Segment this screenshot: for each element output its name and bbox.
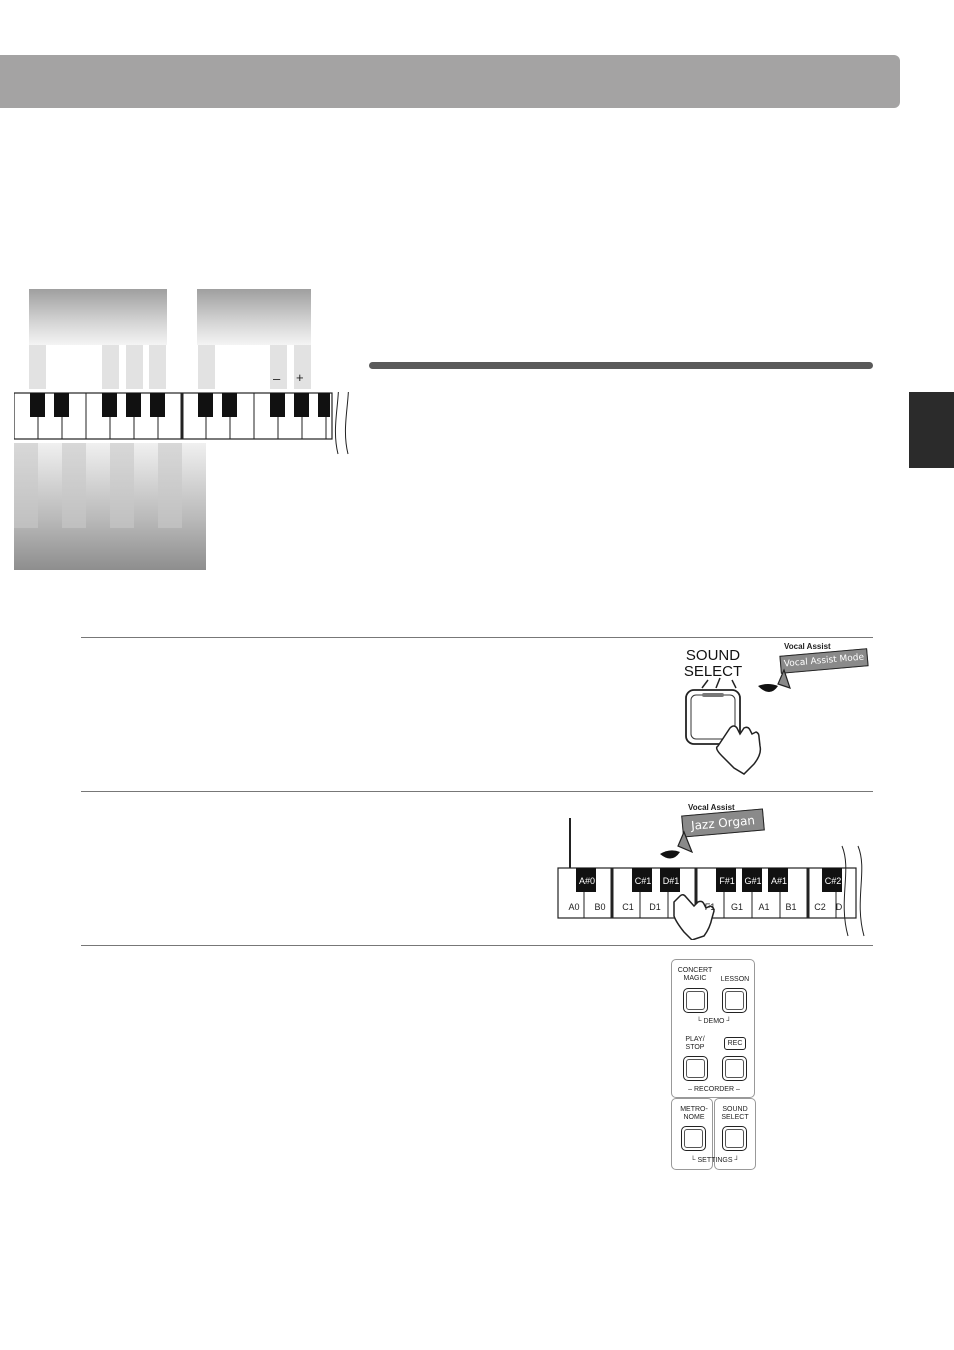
panel-group-metronome bbox=[671, 1098, 713, 1170]
lesson-button[interactable] bbox=[722, 988, 747, 1013]
rec-button[interactable] bbox=[722, 1056, 747, 1081]
pointer-line bbox=[569, 818, 571, 882]
metronome-label: METRO- NOME bbox=[680, 1106, 708, 1121]
panel-group-sound-select bbox=[714, 1098, 756, 1170]
step2-keyboard[interactable] bbox=[556, 840, 876, 940]
key-label-a1: A1 bbox=[758, 902, 770, 912]
group-header-right bbox=[197, 289, 311, 345]
keyboard-illustration bbox=[14, 392, 349, 455]
recorder-label: – RECORDER – bbox=[688, 1086, 740, 1093]
key-label-c-sharp-2: C#2 bbox=[824, 876, 842, 886]
section-header-bar bbox=[0, 55, 900, 108]
plus-sign: + bbox=[296, 370, 304, 385]
play-stop-button[interactable] bbox=[683, 1056, 708, 1081]
lesson-label: LESSON bbox=[720, 976, 750, 983]
panel-group-top bbox=[671, 959, 755, 1098]
key-label-d: D bbox=[835, 902, 843, 912]
minus-sign: – bbox=[273, 371, 281, 386]
metronome-button[interactable] bbox=[681, 1126, 706, 1151]
demo-label: └ DEMO ┘ bbox=[696, 1018, 732, 1025]
key-label-b0: B0 bbox=[594, 902, 606, 912]
speaker-mouth-icon-2 bbox=[660, 830, 694, 859]
key-label-c1: C1 bbox=[622, 902, 634, 912]
vocal-assist-title: Vocal Assist bbox=[784, 642, 831, 651]
settings-label: └ SETTINGS ┘ bbox=[690, 1157, 740, 1164]
key-label-a-sharp-0: A#0 bbox=[578, 876, 595, 886]
step-rule-1 bbox=[81, 637, 873, 638]
sound-select-panel-label: SOUND SELECT bbox=[721, 1106, 749, 1121]
step-rule-2 bbox=[81, 791, 873, 792]
key-label-g1: G1 bbox=[730, 902, 743, 912]
chapter-tab bbox=[909, 392, 954, 468]
key-label-a0: A0 bbox=[568, 902, 580, 912]
speaker-mouth-icon bbox=[758, 668, 791, 692]
group-header-left bbox=[29, 289, 167, 345]
key-label-d1: D1 bbox=[649, 902, 661, 912]
rec-label: REC bbox=[724, 1037, 746, 1050]
key-label-a-sharp-1: A#1 bbox=[770, 876, 787, 886]
play-stop-label: PLAY/ STOP bbox=[685, 1036, 705, 1051]
sound-select-panel-button[interactable] bbox=[722, 1126, 747, 1151]
key-label-f1: F1 bbox=[704, 902, 716, 912]
vocal-assist-title-2: Vocal Assist bbox=[688, 803, 735, 812]
sound-select-label-line1: SOUND bbox=[685, 647, 741, 664]
sound-select-label-line2: SELECT bbox=[683, 663, 743, 680]
concert-magic-label: CONCERT MAGIC bbox=[677, 967, 713, 982]
key-label-c2: C2 bbox=[814, 902, 826, 912]
key-label-b1: B1 bbox=[785, 902, 797, 912]
sound-select-button[interactable] bbox=[670, 676, 780, 776]
key-label-f-sharp-1: F#1 bbox=[719, 876, 735, 886]
section-divider bbox=[369, 362, 873, 369]
concert-magic-button[interactable] bbox=[683, 988, 708, 1013]
key-label-g-sharp-1: G#1 bbox=[744, 876, 762, 886]
key-label-c-sharp-1: C#1 bbox=[634, 876, 652, 886]
step-rule-3 bbox=[81, 945, 873, 946]
key-label-d-sharp-1: D#1 bbox=[662, 876, 680, 886]
